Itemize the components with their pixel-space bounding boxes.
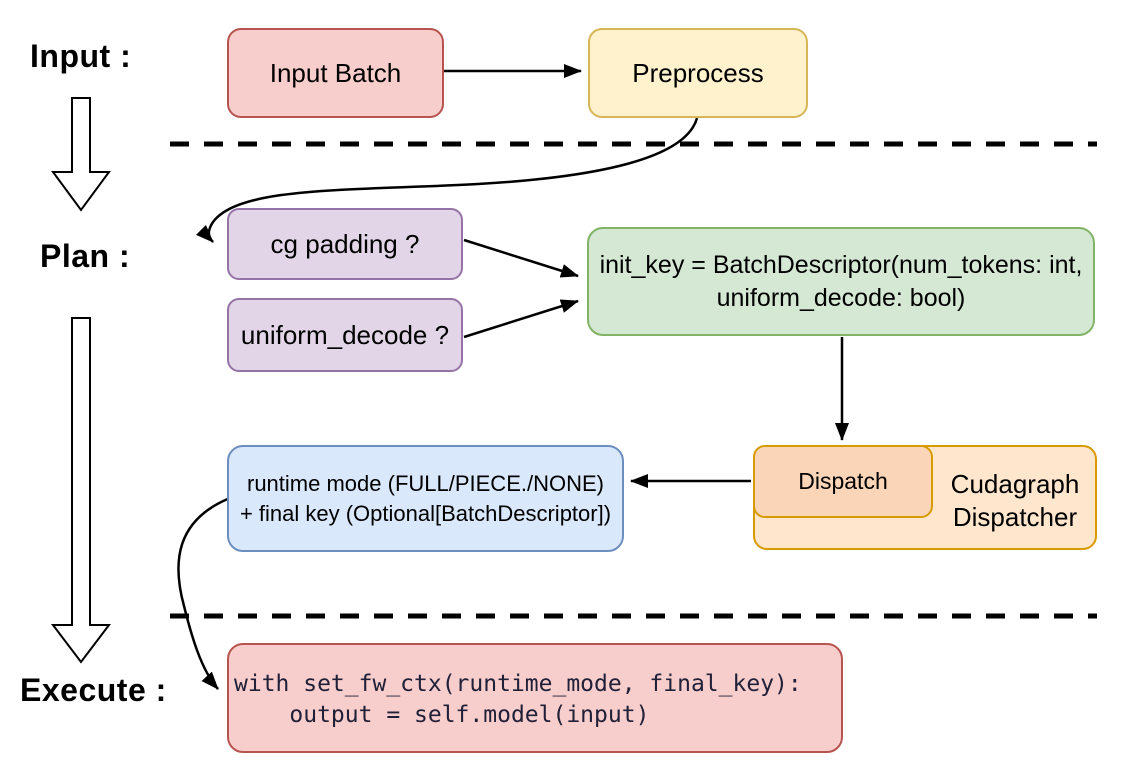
stage-label-input: Input :	[30, 38, 132, 74]
node-preprocess-label: Preprocess	[632, 57, 764, 88]
stage-label-plan: Plan :	[40, 238, 131, 274]
execute-code-line1: with set_fw_ctx(runtime_mode, final_key)…	[234, 671, 802, 697]
node-init-key-line1: init_key = BatchDescriptor(num_tokens: i…	[599, 250, 1083, 279]
node-runtime-mode: runtime mode (FULL/PIECE./NONE) + final …	[227, 445, 624, 552]
stage-label-execute: Execute :	[20, 672, 167, 708]
arrow-cgpadding-to-initkey	[463, 238, 579, 278]
stage-arrow-plan-to-execute-icon	[50, 317, 112, 664]
execute-code-line2: output = self.model(input)	[234, 702, 650, 728]
cudagraph-label-line2: Dispatcher	[952, 502, 1078, 532]
node-uniform-decode: uniform_decode ?	[227, 298, 463, 372]
node-input-batch-label: Input Batch	[269, 57, 402, 88]
arrow-preprocess-to-plan	[196, 117, 699, 243]
node-dispatch: Dispatch	[753, 445, 933, 518]
node-init-key: init_key = BatchDescriptor(num_tokens: i…	[587, 227, 1095, 336]
node-dispatch-label: Dispatch	[798, 468, 888, 495]
cudagraph-label-line1: Cudagraph	[950, 469, 1080, 499]
stage-arrow-input-to-plan-icon	[51, 97, 111, 212]
node-cudagraph-dispatcher-label: Cudagraph Dispatcher	[933, 468, 1097, 534]
node-execute-code: with set_fw_ctx(runtime_mode, final_key)…	[227, 643, 843, 753]
node-init-key-line2: uniform_decode: bool)	[716, 283, 966, 312]
node-cg-padding: cg padding ?	[227, 208, 463, 280]
arrow-uniformdecode-to-initkey	[463, 299, 579, 339]
node-runtime-mode-line2: + final key (Optional[BatchDescriptor])	[239, 500, 612, 526]
node-uniform-decode-label: uniform_decode ?	[240, 319, 450, 350]
node-runtime-mode-line1: runtime mode (FULL/PIECE./NONE)	[247, 471, 604, 497]
arrow-runtimemode-to-execute	[177, 496, 231, 690]
node-cg-padding-label: cg padding ?	[270, 228, 420, 259]
node-preprocess: Preprocess	[588, 28, 808, 118]
node-input-batch: Input Batch	[227, 28, 444, 118]
